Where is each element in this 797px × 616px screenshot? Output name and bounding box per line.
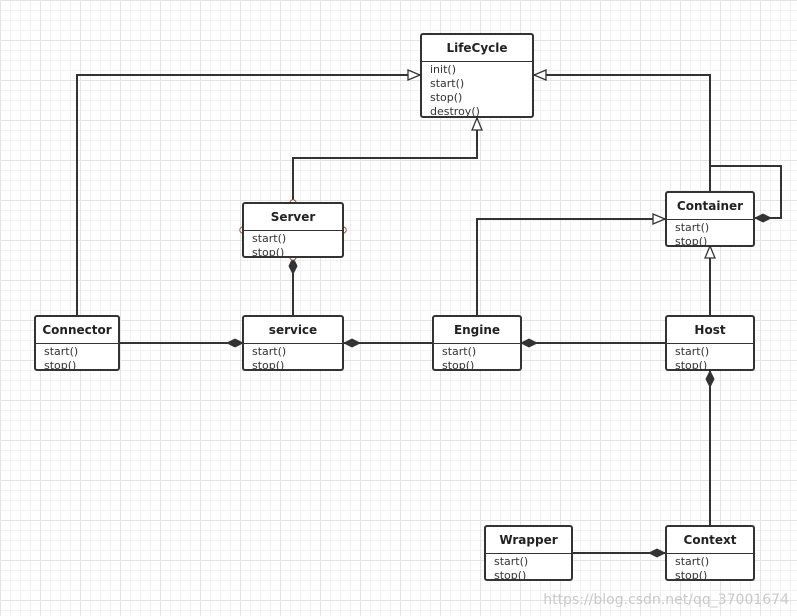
class-operations: start() stop() <box>667 554 753 583</box>
operation: destroy() <box>430 105 480 118</box>
server-to-lifecycle-link <box>292 118 477 203</box>
class-operations: start() stop() <box>667 344 753 373</box>
operation: start() <box>675 555 710 568</box>
class-name: Connector <box>36 317 118 344</box>
class-operations: start() stop() <box>244 344 342 373</box>
operation: stop() <box>675 569 708 582</box>
operation: stop() <box>44 359 77 372</box>
operation: start() <box>675 345 710 358</box>
class-wrapper[interactable]: Wrapper start() stop() <box>484 525 573 583</box>
class-name: Server <box>244 204 342 231</box>
operation: stop() <box>252 359 285 372</box>
class-name: Context <box>667 527 753 554</box>
operation: stop() <box>442 359 475 372</box>
class-operations: init() start() stop() destroy() <box>422 62 532 119</box>
operation: init() <box>430 63 456 76</box>
engine-to-container-link <box>476 219 665 316</box>
operation: start() <box>252 345 287 358</box>
class-name: Host <box>667 317 753 344</box>
container-self-link <box>709 165 782 218</box>
container-to-lifecycle-link <box>534 75 711 192</box>
operation: start() <box>494 555 529 568</box>
class-server[interactable]: Server start() stop() <box>242 202 344 260</box>
class-name: service <box>244 317 342 344</box>
operation: stop() <box>494 569 527 582</box>
watermark: https://blog.csdn.net/qq_37001674 <box>543 592 789 608</box>
class-operations: start() stop() <box>486 554 571 583</box>
class-engine[interactable]: Engine start() stop() <box>432 315 522 373</box>
class-name: Engine <box>434 317 520 344</box>
class-name: LifeCycle <box>422 35 532 62</box>
class-operations: start() stop() <box>667 220 753 249</box>
class-container[interactable]: Container start() stop() <box>665 191 755 249</box>
operation: stop() <box>430 91 463 104</box>
class-service[interactable]: service start() stop() <box>242 315 344 373</box>
operation: start() <box>675 221 710 234</box>
class-connector[interactable]: Connector start() stop() <box>34 315 120 373</box>
class-context[interactable]: Context start() stop() <box>665 525 755 583</box>
class-lifecycle[interactable]: LifeCycle init() start() stop() destroy(… <box>420 33 534 118</box>
class-host[interactable]: Host start() stop() <box>665 315 755 373</box>
class-operations: start() stop() <box>434 344 520 373</box>
class-operations: start() stop() <box>244 231 342 260</box>
operation: start() <box>44 345 79 358</box>
class-name: Wrapper <box>486 527 571 554</box>
class-operations: start() stop() <box>36 344 118 373</box>
operation: stop() <box>252 246 285 259</box>
operation: start() <box>442 345 477 358</box>
operation: stop() <box>675 359 708 372</box>
operation: stop() <box>675 235 708 248</box>
operation: start() <box>252 232 287 245</box>
operation: start() <box>430 77 465 90</box>
connector-to-lifecycle-link <box>76 75 420 316</box>
class-name: Container <box>667 193 753 220</box>
